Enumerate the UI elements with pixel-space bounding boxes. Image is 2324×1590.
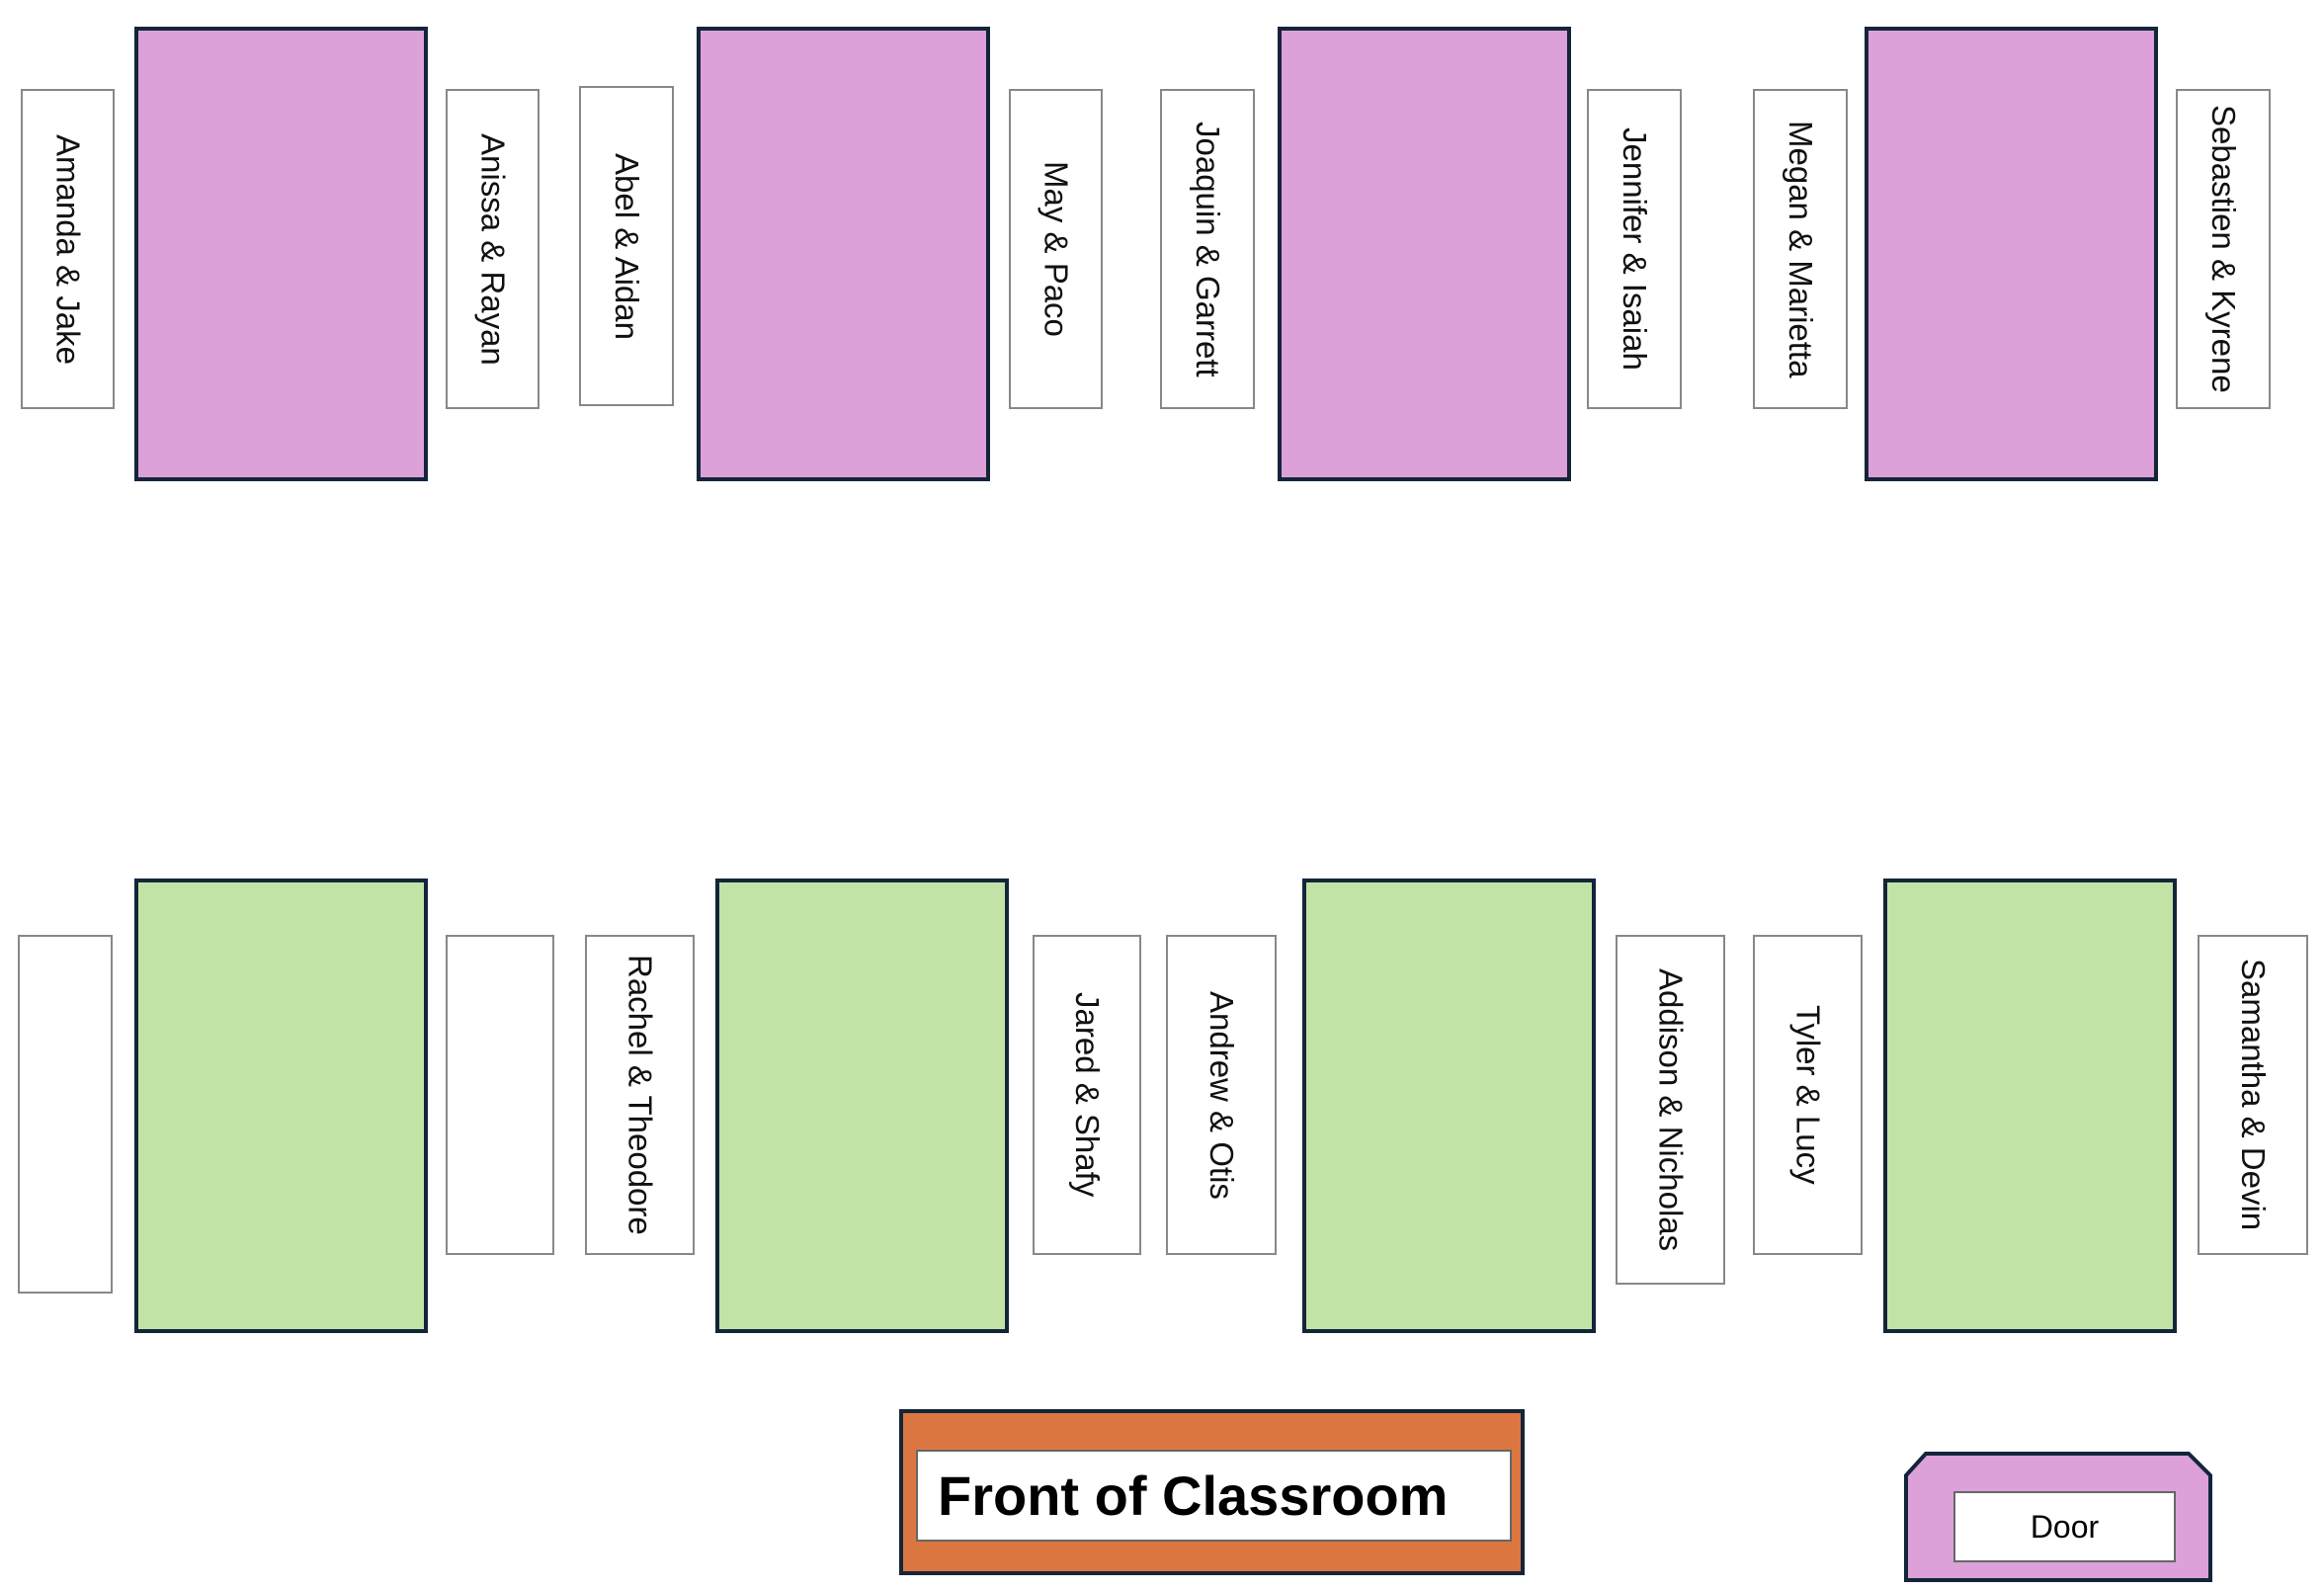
name-card: Andrew & Otis xyxy=(1166,935,1277,1255)
name-card-label: Amanda & Jake xyxy=(49,133,87,365)
name-card-label: Tyler & Lucy xyxy=(1789,1005,1827,1185)
name-card: Abel & Aidan xyxy=(579,86,674,406)
name-card: Rachel & Theodore xyxy=(585,935,695,1255)
name-card-empty xyxy=(446,935,554,1255)
name-card-label: Addison & Nicholas xyxy=(1652,967,1690,1252)
name-card-label: May & Paco xyxy=(1038,161,1075,337)
name-card: Megan & Marietta xyxy=(1753,89,1848,409)
desk-top-4 xyxy=(1865,27,2158,481)
name-card: Tyler & Lucy xyxy=(1753,935,1863,1255)
name-card: Amanda & Jake xyxy=(21,89,115,409)
name-card: Anissa & Rayan xyxy=(446,89,540,409)
name-card: May & Paco xyxy=(1009,89,1103,409)
name-card-label: Rachel & Theodore xyxy=(622,955,659,1235)
desk-bottom-4 xyxy=(1883,879,2177,1333)
desk-bottom-2 xyxy=(715,879,1009,1333)
name-card: Addison & Nicholas xyxy=(1616,935,1725,1285)
name-card-label: Abel & Aidan xyxy=(609,152,645,340)
front-of-classroom-label: Front of Classroom xyxy=(916,1450,1512,1542)
name-card-label: Jennifer & Isaiah xyxy=(1617,127,1653,371)
desk-bottom-1 xyxy=(134,879,428,1333)
desk-top-2 xyxy=(697,27,990,481)
desk-top-1 xyxy=(134,27,428,481)
name-card: Jennifer & Isaiah xyxy=(1587,89,1682,409)
name-card-label: Joaquin & Garrett xyxy=(1190,121,1226,377)
name-card: Sebastien & Kyrene xyxy=(2176,89,2271,409)
name-card-empty xyxy=(18,935,113,1294)
name-card-label: Samantha & Devin xyxy=(2235,959,2272,1231)
name-card: Jared & Shafy xyxy=(1033,935,1141,1255)
desk-top-3 xyxy=(1278,27,1571,481)
name-card-label: Megan & Marietta xyxy=(1783,120,1819,378)
name-card: Samantha & Devin xyxy=(2198,935,2308,1255)
name-card-label: Anissa & Rayan xyxy=(474,132,512,366)
name-card-label: Jared & Shafy xyxy=(1069,992,1106,1198)
desk-bottom-3 xyxy=(1302,879,1596,1333)
door-label: Door xyxy=(1953,1491,2176,1562)
name-card-label: Sebastien & Kyrene xyxy=(2205,105,2242,393)
name-card-label: Andrew & Otis xyxy=(1204,990,1240,1200)
name-card: Joaquin & Garrett xyxy=(1160,89,1255,409)
